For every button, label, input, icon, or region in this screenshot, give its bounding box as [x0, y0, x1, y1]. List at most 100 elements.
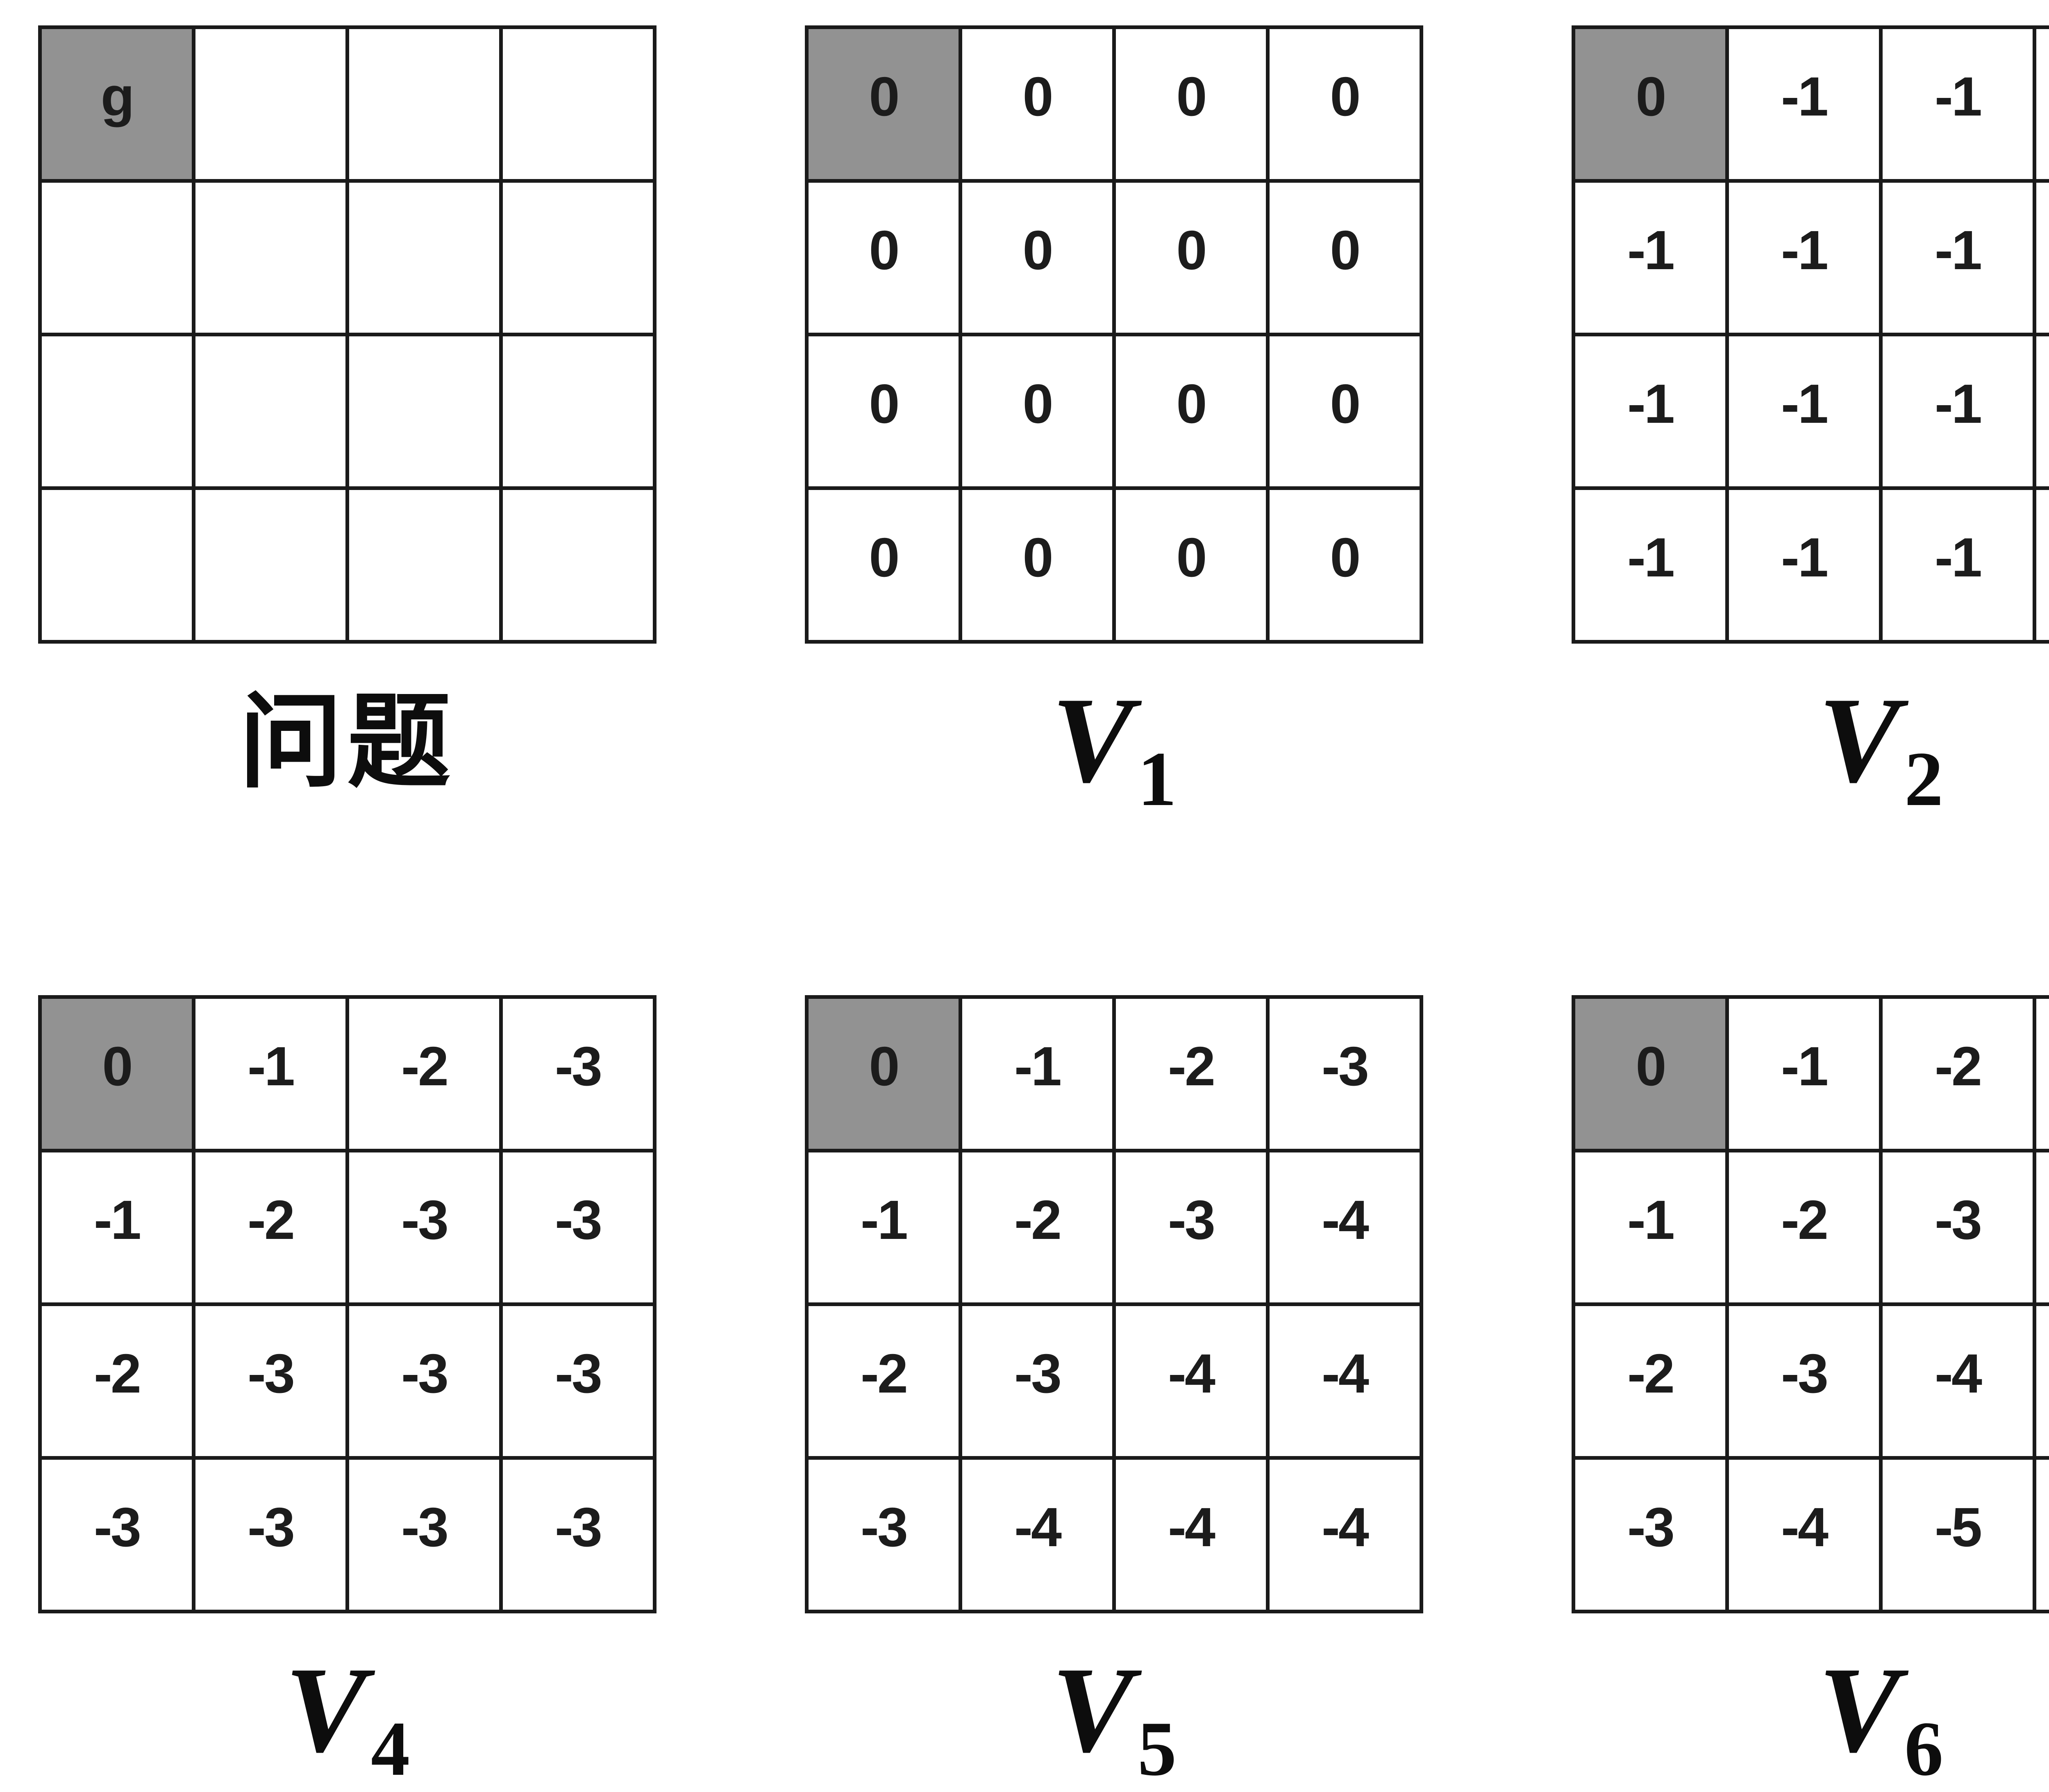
- grid-cells-row: -1-2-3-3: [40, 1151, 655, 1304]
- grid-cells-row: [40, 181, 655, 335]
- grid-cell: -3: [1727, 1304, 1881, 1458]
- grid-cell: [501, 335, 655, 488]
- grid-cell: -1: [2035, 488, 2049, 642]
- grid-cell: [501, 181, 655, 335]
- grid-cell: 0: [961, 27, 1114, 181]
- grid-block-v2: 0-1-1-1-1-1-1-1-1-1-1-1-1-1-1-1 V2: [1572, 25, 2049, 791]
- grid-label-subscript: 5: [1138, 1710, 1177, 1788]
- grid-cell: -4: [1114, 1458, 1268, 1612]
- grid-cells-row: -3-4-4-4: [807, 1458, 1422, 1612]
- grid-cell: -3: [1574, 1458, 1727, 1612]
- grid-cell: -3: [1268, 997, 1422, 1151]
- grid-cell: -4: [1268, 1304, 1422, 1458]
- value-grid: 0-1-2-3-1-2-3-4-2-3-4-5-3-4-5-5: [1572, 995, 2049, 1613]
- goal-cell: 0: [40, 997, 194, 1151]
- grid-cell: -2: [1114, 997, 1268, 1151]
- grid-label-text: V: [1818, 1658, 1900, 1762]
- grid-cell: -1: [194, 997, 348, 1151]
- grid-cell: -1: [1574, 181, 1727, 335]
- grid-cell: -1: [1881, 181, 2035, 335]
- grid-label-subscript: 1: [1138, 740, 1177, 818]
- grid-cell: -1: [807, 1151, 961, 1304]
- grid-block-v6: 0-1-2-3-1-2-3-4-2-3-4-5-3-4-5-5 V6: [1572, 995, 2049, 1761]
- grid-cell: 0: [1114, 27, 1268, 181]
- grid-cell: -1: [1574, 1151, 1727, 1304]
- value-grid: 0-1-2-3-1-2-3-3-2-3-3-3-3-3-3-3: [38, 995, 656, 1613]
- grid-cell: -2: [348, 997, 501, 1151]
- grid-label-text: V: [1818, 688, 1900, 792]
- grid-cell: -4: [1114, 1304, 1268, 1458]
- grid-cell: -1: [1727, 181, 1881, 335]
- grid-cell: -3: [2035, 997, 2049, 1151]
- grid-cell: -1: [2035, 181, 2049, 335]
- grid-cell: -3: [961, 1304, 1114, 1458]
- grid-cell: 0: [807, 488, 961, 642]
- grid-cell: -4: [1881, 1304, 2035, 1458]
- grid-cell: -5: [2035, 1458, 2049, 1612]
- grid-cells-row: [40, 488, 655, 642]
- grid-label-subscript: 6: [1904, 1710, 1943, 1788]
- grid-cell: -1: [1727, 27, 1881, 181]
- grid-cells-row: 0-1-1-1: [1574, 27, 2049, 181]
- grid-cell: -2: [961, 1151, 1114, 1304]
- grid-cell: [348, 181, 501, 335]
- grid-cells-row: 0-1-2-3: [807, 997, 1422, 1151]
- grid-cells-row: -2-3-4-5: [1574, 1304, 2049, 1458]
- grid-cells-row: -2-3-4-4: [807, 1304, 1422, 1458]
- grid-cell: [348, 27, 501, 181]
- goal-cell: 0: [1574, 27, 1727, 181]
- grid-cell: -3: [1114, 1151, 1268, 1304]
- grid-cell: -1: [2035, 335, 2049, 488]
- grid-cells-row: -2-3-3-3: [40, 1304, 655, 1458]
- grid-cell: 0: [807, 181, 961, 335]
- grid-cell: [40, 488, 194, 642]
- goal-cell: g: [40, 27, 194, 181]
- grid-cell: 0: [1268, 181, 1422, 335]
- grid-cells-row: -3-4-5-5: [1574, 1458, 2049, 1612]
- grid-block-problem: g 问题: [38, 25, 656, 791]
- grid-cell: -1: [1727, 997, 1881, 1151]
- grid-cell: 0: [1268, 335, 1422, 488]
- grid-cell: -1: [1881, 488, 2035, 642]
- grid-label-text: V: [285, 1658, 367, 1762]
- grid-cells-row: -3-3-3-3: [40, 1458, 655, 1612]
- grid-cell: -5: [2035, 1304, 2049, 1458]
- grid-cells-row: g: [40, 27, 655, 181]
- grid-cell: [501, 488, 655, 642]
- grid-cell: -1: [961, 997, 1114, 1151]
- goal-cell: 0: [807, 997, 961, 1151]
- value-grid: 0-1-2-3-1-2-3-4-2-3-4-4-3-4-4-4: [805, 995, 1423, 1613]
- grid-cell: [194, 488, 348, 642]
- value-grid: g: [38, 25, 656, 644]
- grid-cell: 0: [961, 335, 1114, 488]
- grid-cell: -3: [194, 1458, 348, 1612]
- grid-cell: -2: [1574, 1304, 1727, 1458]
- grid-cell: [501, 27, 655, 181]
- value-grid: 0-1-1-1-1-1-1-1-1-1-1-1-1-1-1-1: [1572, 25, 2049, 644]
- grid-cell: -3: [501, 1458, 655, 1612]
- grid-cell: 0: [1114, 181, 1268, 335]
- grid-cell: -2: [40, 1304, 194, 1458]
- grid-cell: -1: [1881, 335, 2035, 488]
- grid-cell: -4: [1268, 1458, 1422, 1612]
- grid-cell: -1: [40, 1151, 194, 1304]
- grid-cell: [348, 488, 501, 642]
- grid-cell: -1: [1727, 335, 1881, 488]
- grid-cell: 0: [961, 181, 1114, 335]
- grid-cells-row: -1-1-1-1: [1574, 488, 2049, 642]
- grid-cell: -1: [2035, 27, 2049, 181]
- grid-label-subscript: 2: [1904, 740, 1943, 818]
- grid-cells-row: -1-2-3-4: [807, 1151, 1422, 1304]
- grid-label-subscript: 4: [371, 1710, 410, 1788]
